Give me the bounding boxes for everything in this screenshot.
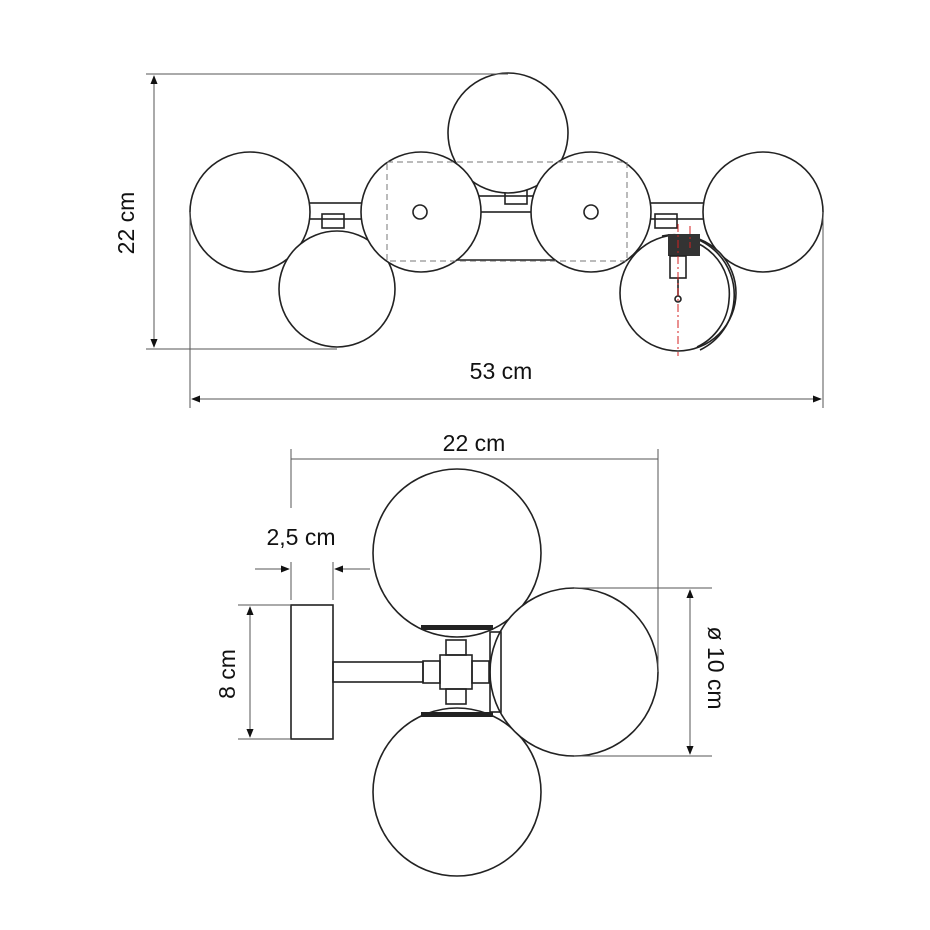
globe bbox=[372, 707, 542, 877]
side-view: 22 cm 2,5 cm 8 cm ø 10 cm bbox=[214, 430, 729, 877]
globe bbox=[489, 587, 659, 757]
front-view: 22 cm 53 cm bbox=[113, 72, 824, 408]
height-dimension-label: 22 cm bbox=[113, 192, 139, 255]
front-dimensions: 22 cm 53 cm bbox=[113, 73, 824, 408]
socket-section-detail bbox=[661, 224, 736, 356]
screw-hole-icon bbox=[412, 204, 428, 220]
depth-dimension-label: 22 cm bbox=[443, 430, 506, 456]
width-dimension-label: 53 cm bbox=[470, 358, 533, 384]
globe bbox=[360, 151, 482, 273]
globe bbox=[447, 72, 569, 194]
hub bbox=[422, 639, 490, 705]
arm-rod bbox=[332, 661, 424, 683]
plate-height-dimension-label: 8 cm bbox=[214, 649, 240, 699]
globe bbox=[372, 468, 542, 638]
globe bbox=[278, 230, 396, 348]
side-dimensions: 22 cm 2,5 cm 8 cm ø 10 cm bbox=[214, 430, 729, 757]
globe bbox=[530, 151, 652, 273]
plate-depth-dimension-label: 2,5 cm bbox=[266, 524, 335, 550]
globe-collars bbox=[421, 625, 502, 717]
screw-hole-icon bbox=[583, 204, 599, 220]
side-globes bbox=[372, 468, 659, 877]
front-globes bbox=[189, 72, 824, 352]
globe-diameter-dimension-label: ø 10 cm bbox=[703, 626, 729, 709]
wall-plate bbox=[290, 604, 334, 740]
front-canopy bbox=[386, 161, 628, 262]
